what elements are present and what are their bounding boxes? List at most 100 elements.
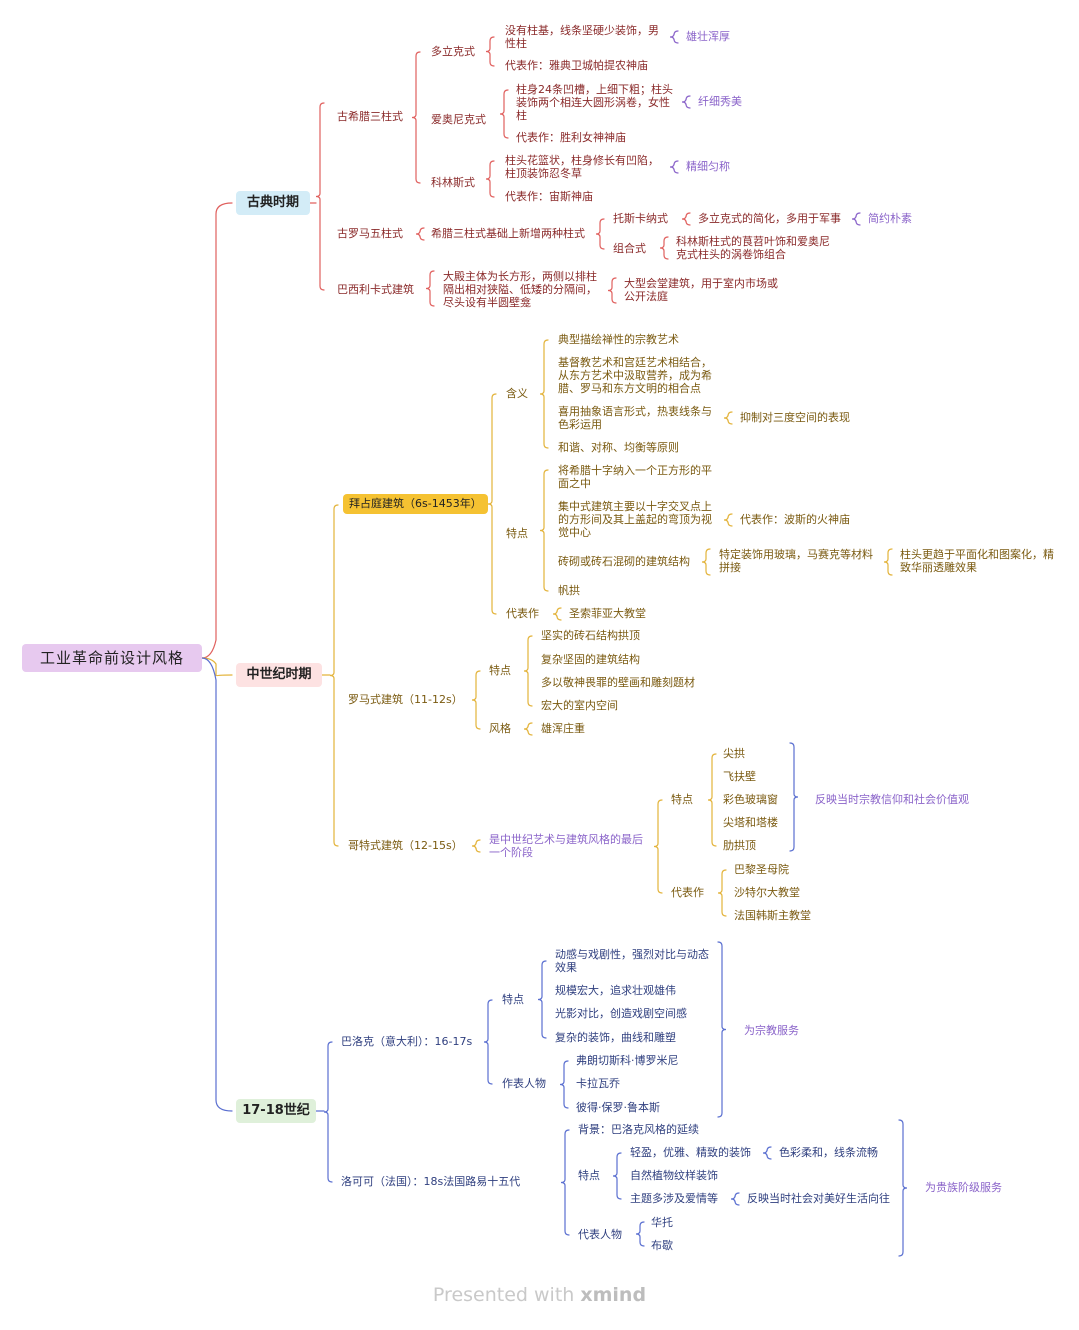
baroque-person-1[interactable]: 弗朗切斯科·博罗米尼: [576, 1054, 679, 1067]
romanesque[interactable]: 罗马式建筑（11-12s）: [348, 693, 463, 706]
doric-trait-bracket: [669, 30, 679, 44]
rococo-item-2[interactable]: 自然植物纹样装饰: [630, 1169, 718, 1182]
byz-meaning-4[interactable]: 和谐、对称、均衡等原则: [558, 441, 679, 454]
rom-style-bracket: [523, 722, 533, 736]
rococo-people[interactable]: 代表人物: [578, 1228, 622, 1241]
tuscan-trait[interactable]: 简约朴素: [868, 212, 912, 225]
basilica-use[interactable]: 大型会堂建筑，用于室内市场或 公开法庭: [624, 277, 778, 303]
gothic-item-1[interactable]: 尖拱: [723, 747, 745, 760]
byz-feature-3[interactable]: 砖砌或砖石混砌的建筑结构: [558, 555, 690, 568]
rococo[interactable]: 洛可可（法国）：18s法国路易十五代: [341, 1175, 521, 1188]
composite[interactable]: 组合式: [613, 242, 646, 255]
baroque-summary[interactable]: 为宗教服务: [744, 1024, 799, 1037]
rom-style[interactable]: 风格: [489, 722, 511, 735]
baroque-item-2[interactable]: 规模宏大，追求壮观雄伟: [555, 984, 676, 997]
greek-orders[interactable]: 古希腊三柱式: [337, 110, 403, 123]
baroque-people[interactable]: 作表人物: [502, 1077, 546, 1090]
byz-feature-2[interactable]: 集中式建筑主要以十字交叉点上 的方形间及其上盖起的弯顶为视 觉中心: [558, 500, 712, 539]
feature-material-bracket: [701, 548, 711, 576]
doric-trait[interactable]: 雄壮浑厚: [686, 30, 730, 43]
rococo-bg[interactable]: 背景：巴洛克风格的延续: [578, 1123, 699, 1136]
composite-desc[interactable]: 科林斯柱式的茛苕叶饰和爱奥尼 克式柱头的涡卷饰组合: [676, 235, 830, 261]
rococo-features[interactable]: 特点: [578, 1169, 600, 1182]
roman-orders[interactable]: 古罗马五柱式: [337, 227, 403, 240]
rococo-summary[interactable]: 为贵族阶级服务: [925, 1181, 1002, 1194]
gothic-item-4[interactable]: 尖塔和塔楼: [723, 816, 778, 829]
rococo-color[interactable]: 色彩柔和，线条流畅: [779, 1146, 878, 1159]
meaning-note-bracket: [723, 411, 733, 425]
byz-feature-effect[interactable]: 柱头更趋于平面化和图案化，精 致华丽透雕效果: [900, 548, 1054, 574]
roman-bracket: [415, 227, 425, 241]
baroque-person-3[interactable]: 彼得·保罗·鲁本斯: [576, 1101, 660, 1114]
byz-features[interactable]: 特点: [506, 527, 528, 540]
byz-feature-1[interactable]: 将希腊十字纳入一个正方形的平 面之中: [558, 464, 712, 490]
gothic-item-3[interactable]: 彩色玻璃窗: [723, 793, 778, 806]
rom-features[interactable]: 特点: [489, 664, 511, 677]
corinth-rep[interactable]: 代表作：宙斯神庙: [505, 190, 593, 203]
basilica[interactable]: 巴西利卡式建筑: [337, 283, 414, 296]
byz-meaning-note[interactable]: 抑制对三度空间的表现: [740, 411, 850, 424]
corinth[interactable]: 科林斯式: [431, 176, 475, 189]
romanesque-bracket: [471, 670, 481, 730]
rococo-reflect[interactable]: 反映当时社会对美好生活向往: [747, 1192, 890, 1205]
corinth-desc[interactable]: 柱头花篮状，柱身修长有凹陷， 柱顶装饰忍冬草: [505, 154, 659, 180]
baroque-item-3[interactable]: 光影对比，创造戏剧空间感: [555, 1007, 687, 1020]
rom-item-3[interactable]: 多以敬神畏罪的壁画和雕刻题材: [541, 676, 695, 689]
baroque-people-bracket: [559, 1060, 569, 1109]
ionic-desc[interactable]: 柱身24条凹槽，上细下粗；柱头 装饰两个相连大圆形涡卷，女性 柱: [516, 83, 673, 122]
doric-rep[interactable]: 代表作：雅典卫城帕提农神庙: [505, 59, 648, 72]
gothic-item-5[interactable]: 肋拱顶: [723, 839, 756, 852]
gothic-item-2[interactable]: 飞扶壁: [723, 770, 756, 783]
byzantine[interactable]: 拜占庭建筑（6s-1453年）: [343, 494, 488, 514]
tuscan[interactable]: 托斯卡纳式: [613, 212, 668, 225]
ionic-bracket: [499, 89, 509, 139]
corinth-trait[interactable]: 精细匀称: [686, 160, 730, 173]
rococo-item-1[interactable]: 轻盈，优雅、精致的装饰: [630, 1146, 751, 1159]
gothic-rep-1[interactable]: 巴黎圣母院: [734, 863, 789, 876]
rom-item-1[interactable]: 坚实的砖石结构拱顶: [541, 629, 640, 642]
topic-17-18c[interactable]: 17-18世纪: [236, 1099, 316, 1123]
basilica-desc[interactable]: 大殿主体为长方形，两侧以排柱 隔出相对狭隘、低矮的分隔间， 尽头设有半圆壁龛: [443, 270, 597, 309]
byz-rep-value[interactable]: 圣索菲亚大教堂: [569, 607, 646, 620]
rococo-item-3[interactable]: 主题多涉及爱情等: [630, 1192, 718, 1205]
doric[interactable]: 多立克式: [431, 45, 475, 58]
byz-feature-4[interactable]: 帆拱: [558, 584, 580, 597]
rococo-features-bracket: [612, 1152, 622, 1200]
gothic-features[interactable]: 特点: [671, 793, 693, 806]
gothic-rep[interactable]: 代表作: [671, 886, 704, 899]
baroque-bracket: [483, 999, 493, 1085]
byz-feature-rep[interactable]: 代表作：波斯的火神庙: [740, 513, 850, 526]
root-topic[interactable]: 工业革命前设计风格: [22, 644, 202, 672]
topic-medieval[interactable]: 中世纪时期: [236, 663, 322, 687]
gothic-summary[interactable]: 反映当时宗教信仰和社会价值观: [815, 793, 969, 806]
topic-classical[interactable]: 古典时期: [236, 191, 310, 215]
ionic-trait[interactable]: 纤细秀美: [698, 95, 742, 108]
roman-desc[interactable]: 希腊三柱式基础上新增两种柱式: [431, 227, 585, 240]
baroque-features[interactable]: 特点: [502, 993, 524, 1006]
gothic-bracket: [471, 839, 481, 853]
rococo-person-2[interactable]: 布歇: [651, 1239, 673, 1252]
gothic-desc[interactable]: 是中世纪艺术与建筑风格的最后 一个阶段: [489, 833, 643, 859]
baroque-item-4[interactable]: 复杂的装饰，曲线和雕塑: [555, 1031, 676, 1044]
gothic[interactable]: 哥特式建筑（12-15s）: [348, 839, 463, 852]
gothic-rep-2[interactable]: 沙特尔大教堂: [734, 886, 800, 899]
ionic-rep[interactable]: 代表作：胜利女神神庙: [516, 131, 626, 144]
rom-item-4[interactable]: 宏大的室内空间: [541, 699, 618, 712]
gothic-features-bracket: [707, 753, 717, 847]
baroque-person-2[interactable]: 卡拉瓦乔: [576, 1077, 620, 1090]
byz-feature-material[interactable]: 特定装饰用玻璃，马赛克等材料 拼接: [719, 548, 873, 574]
tuscan-desc[interactable]: 多立克式的简化，多用于军事: [698, 212, 841, 225]
baroque[interactable]: 巴洛克（意大利）：16-17s: [341, 1035, 473, 1048]
byz-meaning-2[interactable]: 基督教艺术和宫廷艺术相结合， 从东方艺术中汲取营养，成为希 腊、罗马和东方文明的…: [558, 356, 712, 395]
ionic[interactable]: 爱奥尼克式: [431, 113, 486, 126]
byz-meaning-1[interactable]: 典型描绘禅性的宗教艺术: [558, 333, 679, 346]
doric-desc[interactable]: 没有柱基，线条坚硬少装饰，男 性柱: [505, 24, 659, 50]
gothic-rep-3[interactable]: 法国韩斯主教堂: [734, 909, 811, 922]
rococo-person-1[interactable]: 华托: [651, 1216, 673, 1229]
rom-style-value[interactable]: 雄浑庄重: [541, 722, 585, 735]
byz-rep-label[interactable]: 代表作: [506, 607, 539, 620]
byz-meaning[interactable]: 含义: [506, 387, 528, 400]
byz-meaning-3[interactable]: 喜用抽象语言形式，热衷线条与 色彩运用: [558, 405, 712, 431]
baroque-item-1[interactable]: 动感与戏剧性，强烈对比与动态 效果: [555, 948, 709, 974]
rom-item-2[interactable]: 复杂坚固的建筑结构: [541, 653, 640, 666]
